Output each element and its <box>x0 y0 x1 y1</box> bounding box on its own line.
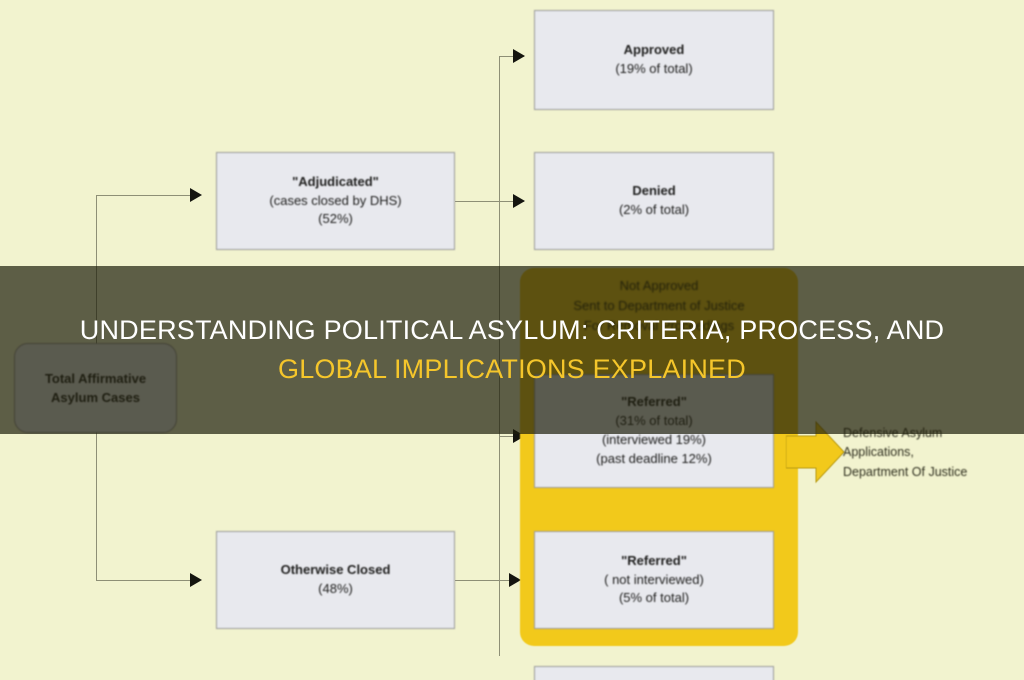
connector-to-adjudicated <box>96 195 200 196</box>
referred-not-interviewed-line-2: ( not interviewed) <box>604 571 704 587</box>
otherwise-closed-line-1: Otherwise Closed <box>280 562 391 578</box>
adjudicated-line-3: (52%) <box>318 211 353 227</box>
connector-to-referred-interviewed <box>499 436 524 437</box>
overlay-title-line-2: GLOBAL IMPLICATIONS EXPLAINED <box>278 354 746 384</box>
otherwise-closed-line-2: (48%) <box>318 581 353 596</box>
node-referred-not-interviewed[interactable]: "Referred" ( not interviewed) (5% of tot… <box>534 531 774 629</box>
arrowhead-referred-not-interviewed <box>509 573 521 587</box>
referred-interviewed-line-3: (interviewed 19%) <box>601 432 707 447</box>
connector-adjudicated-out <box>455 201 500 202</box>
node-otherwise-closed[interactable]: Otherwise Closed (48%) <box>216 531 455 629</box>
referred-not-interviewed-line-3: (5% of total) <box>618 590 690 606</box>
connector-otherwise-out <box>455 580 513 581</box>
adjudicated-line-2: (cases closed by DHS) <box>269 192 402 208</box>
referred-interviewed-line-4: (past deadline 12%) <box>596 450 712 466</box>
overlay-title-line-1: UNDERSTANDING POLITICAL ASYLUM: CRITERIA… <box>79 315 945 345</box>
connector-to-otherwise-closed <box>96 580 200 581</box>
node-approved[interactable]: Approved (19% of total) <box>534 10 774 110</box>
connector-to-denied <box>499 201 524 202</box>
approved-line-2: (19% of total) <box>615 61 693 76</box>
output-label-line-3: Department Of Justice <box>843 464 968 479</box>
arrowhead-adjudicated <box>190 188 202 202</box>
denied-line-2: (2% of total) <box>618 202 690 217</box>
adjudicated-line-1: "Adjudicated" <box>292 173 379 189</box>
output-label-line-2: Applications, <box>843 445 914 460</box>
referred-not-interviewed-line-1: "Referred" <box>621 552 687 568</box>
title-overlay-band: UNDERSTANDING POLITICAL ASYLUM: CRITERIA… <box>0 266 1024 434</box>
arrowhead-otherwise-closed <box>190 573 202 587</box>
arrowhead-denied <box>513 194 525 208</box>
denied-line-1: Denied <box>632 183 676 199</box>
node-denied[interactable]: Denied (2% of total) <box>534 152 774 250</box>
node-adjudicated[interactable]: "Adjudicated" (cases closed by DHS) (52%… <box>216 152 455 250</box>
approved-line-1: Approved <box>623 42 685 58</box>
arrowhead-approved <box>513 49 525 63</box>
node-partial-bottom[interactable] <box>534 666 774 680</box>
connector-to-approved <box>499 56 524 57</box>
